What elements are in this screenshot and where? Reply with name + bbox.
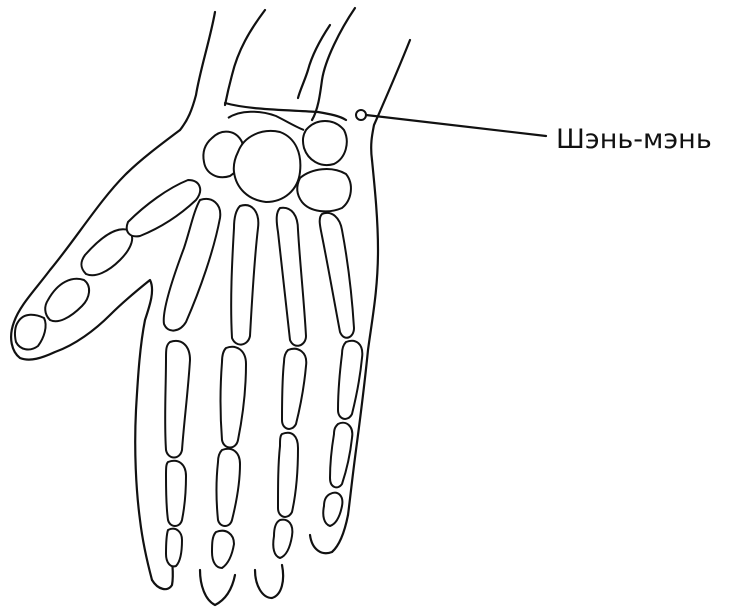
- metacarpal-bones: [164, 199, 354, 346]
- finger-bones: [165, 341, 362, 568]
- carpal-bones: [203, 112, 351, 212]
- acupoint-dot: [356, 110, 366, 120]
- shenmen-point-marker: [356, 110, 546, 136]
- shenmen-label: Шэнь-мэнь: [556, 126, 712, 153]
- leader-line: [366, 115, 546, 136]
